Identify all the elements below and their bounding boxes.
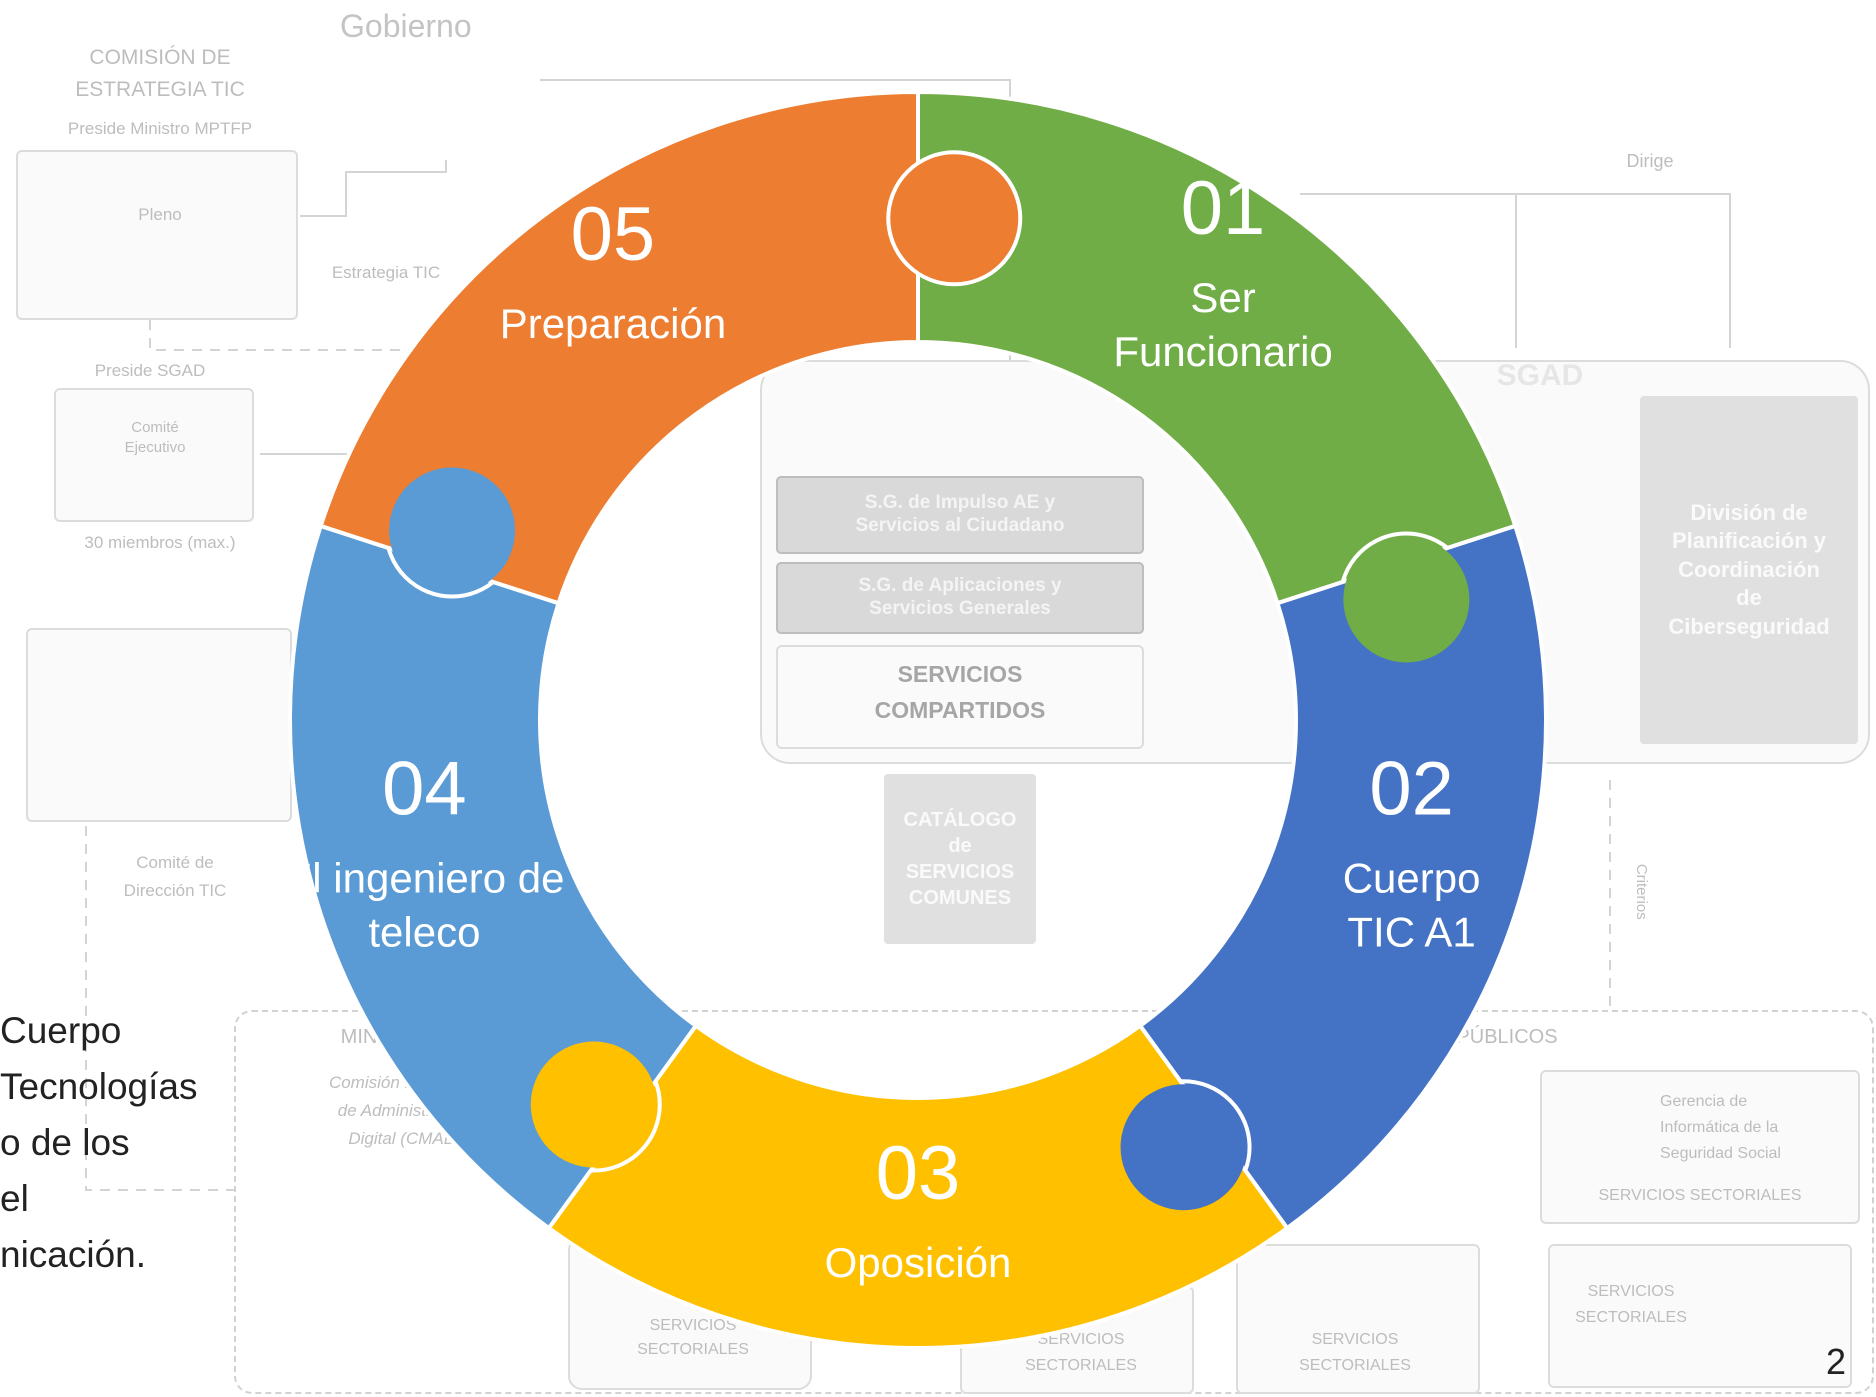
bg-gerencia-box xyxy=(1540,1070,1860,1224)
bg-sgad: SGAD xyxy=(1496,359,1584,392)
bg-sector-1b: SECTORIALES xyxy=(637,1341,749,1358)
bg-gerencia-2: Informática de la xyxy=(1660,1119,1779,1136)
cycle-piece-label: teleco xyxy=(368,908,480,955)
bg-sector-1a: SERVICIOS xyxy=(649,1317,737,1334)
cycle-tab-fill xyxy=(891,155,1018,282)
bg-sector-3a: SERVICIOS xyxy=(1311,1331,1399,1348)
bg-gerencia-3: Seguridad Social xyxy=(1660,1145,1781,1162)
bg-sector-4b: SECTORIALES xyxy=(1575,1309,1687,1326)
cycle-piece-label: Cuerpo xyxy=(1343,854,1481,901)
cycle-piece-body xyxy=(1137,523,1548,1231)
bg-dirige: Dirige xyxy=(1626,151,1674,171)
bg-sector-3b: SECTORIALES xyxy=(1299,1357,1411,1374)
bg-estrategia-tic: Estrategia TIC xyxy=(331,263,441,282)
cycle-tab-fill xyxy=(530,1041,657,1168)
left-text-5: nicación. xyxy=(0,1234,147,1275)
bg-pleno: Pleno xyxy=(138,205,182,224)
bg-miembros: 30 miembros (max.) xyxy=(84,533,236,552)
bg-comite-ejecutivo-2: Ejecutivo xyxy=(124,439,186,456)
bg-sector-2b: SECTORIALES xyxy=(1025,1357,1137,1374)
bg-catalogo-3: SERVICIOS xyxy=(905,861,1015,883)
bg-sg-impulso-2: Servicios al Ciudadano xyxy=(855,515,1065,536)
bg-comite-ejecutivo-1: Comité xyxy=(131,419,179,436)
bg-division-2: Planificación y xyxy=(1671,528,1827,554)
bg-sector-box-3 xyxy=(1236,1244,1480,1394)
bg-comite-ejecutivo-box xyxy=(54,388,254,522)
bg-pleno-box xyxy=(16,150,298,320)
bg-sg-aplicaciones-1: S.G. de Aplicaciones y xyxy=(858,575,1062,597)
left-text-1: Cuerpo xyxy=(0,1010,122,1051)
cycle-piece-label: Oposición xyxy=(825,1239,1012,1286)
cycle-piece-body xyxy=(916,89,1518,606)
cycle-piece-label: Preparación xyxy=(500,300,726,347)
bg-comite-direccion-2: Dirección TIC xyxy=(123,881,227,900)
left-text-2: Tecnologías xyxy=(0,1066,198,1107)
bg-catalogo-1: CATÁLOGO xyxy=(903,809,1017,831)
cycle-tab-fill xyxy=(1343,536,1470,663)
cycle-piece-label: El ingeniero de xyxy=(284,854,564,901)
bg-catalogo-4: COMUNES xyxy=(908,887,1012,909)
bg-sector-4a: SERVICIOS xyxy=(1587,1283,1675,1300)
bg-comision-ministerial-3: Digital (CMAD) xyxy=(348,1129,462,1148)
bg-servicios-compartidos-1: SERVICIOS xyxy=(897,661,1023,687)
bg-servicios-compartidos-box xyxy=(776,645,1144,749)
cycle-piece-label: Funcionario xyxy=(1113,328,1332,375)
cycle-piece-label: Ser xyxy=(1190,274,1255,321)
cycle-tab-fill xyxy=(389,467,516,594)
bg-sg-aplicaciones-2: Servicios Generales xyxy=(869,598,1051,619)
bg-division-1: División de xyxy=(1690,499,1808,525)
bg-publicos: PÚBLICOS xyxy=(1456,1026,1558,1048)
bg-preside-sgad: Preside SGAD xyxy=(94,361,206,380)
bg-servicios-sectoriales-inline: SERVICIOS SECTORIALES xyxy=(1598,1187,1802,1204)
cycle-tab-fill xyxy=(1120,1084,1247,1211)
cycle-piece-body xyxy=(546,1023,1290,1350)
bg-comite-direccion-box xyxy=(26,628,292,822)
bg-division-4: de xyxy=(1736,585,1762,611)
bg-catalogo: CATÁLOGO de SERVICIOS COMUNES xyxy=(884,774,1036,944)
bg-sg-aplicaciones: S.G. de Aplicaciones y Servicios General… xyxy=(776,562,1144,634)
bg-division: División de Planificación y Coordinación… xyxy=(1640,396,1858,744)
cycle-piece-number: 05 xyxy=(571,192,656,277)
bg-servicios-compartidos-2: COMPARTIDOS xyxy=(874,697,1046,723)
bg-sg-impulso: S.G. de Impulso AE y Servicios al Ciudad… xyxy=(776,476,1144,554)
bg-sg-impulso-1: S.G. de Impulso AE y xyxy=(864,492,1056,514)
bg-preside-ministro: Preside Ministro MPTFP xyxy=(67,119,253,138)
cycle-piece-label: TIC A1 xyxy=(1347,908,1475,955)
bg-sector-box-4 xyxy=(1548,1244,1852,1388)
left-text-3: o de los xyxy=(0,1122,130,1163)
bg-division-5: Ciberseguridad xyxy=(1668,613,1830,639)
bg-sector-2a: SERVICIOS xyxy=(1037,1331,1125,1348)
bg-comision-1: COMISIÓN DE xyxy=(89,46,231,69)
bg-comision-2: ESTRATEGIA TIC xyxy=(75,78,245,101)
left-text-4: el xyxy=(0,1178,29,1219)
page-number: 2 xyxy=(1825,1341,1846,1382)
cycle-piece-number: 01 xyxy=(1181,166,1266,251)
cycle-piece-number: 02 xyxy=(1369,746,1454,831)
bg-gerencia-1: Gerencia de xyxy=(1660,1093,1748,1110)
cycle-piece-number: 04 xyxy=(382,746,467,831)
cycle-piece-number: 03 xyxy=(876,1131,961,1216)
bg-division-3: Coordinación xyxy=(1678,556,1820,582)
bg-catalogo-2: de xyxy=(948,835,972,857)
bg-comite-direccion-1: Comité de xyxy=(136,853,214,872)
bg-gobierno: Gobierno xyxy=(340,8,472,44)
